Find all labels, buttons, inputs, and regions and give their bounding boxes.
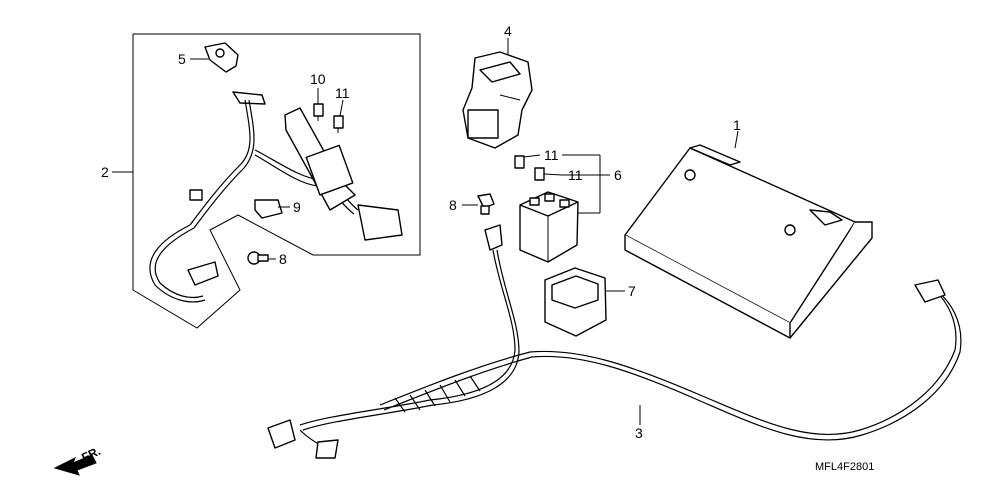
callout-4: 4	[504, 23, 512, 39]
callout-1: 1	[733, 117, 741, 133]
callout-7: 7	[628, 283, 636, 299]
part-3-battery-cable	[267, 224, 962, 459]
diagram-code: MFL4F2801	[815, 461, 874, 473]
callout-8-center: 8	[449, 197, 457, 213]
callout-10: 10	[310, 71, 326, 87]
front-direction-arrow-icon	[53, 454, 97, 476]
part-5-clip	[204, 42, 239, 73]
callout-5: 5	[178, 51, 186, 67]
callout-8-left: 8	[279, 251, 287, 267]
callout-3: 3	[635, 425, 643, 441]
callout-11-left: 11	[335, 85, 350, 101]
part-11-fuse-lower	[534, 167, 545, 181]
callout-11-lower: 11	[568, 167, 583, 183]
leader-lines	[112, 38, 739, 425]
part-8-bolt-center	[477, 193, 495, 215]
part-11-fuse-upper	[514, 155, 525, 169]
callout-labels: 1 2 3 4 5 6 7 8 8 9 10 11 11 11	[101, 23, 741, 441]
part-10-fuse	[313, 103, 324, 121]
part-7-cover	[544, 267, 607, 337]
part-6-fuse-box	[519, 191, 579, 263]
callout-2: 2	[101, 164, 109, 180]
part-1-battery	[624, 144, 873, 339]
part-2-sub-harness	[149, 91, 403, 303]
part-11-fuse-left	[333, 115, 344, 133]
part-4-starter-relay	[462, 51, 533, 149]
callout-9: 9	[293, 199, 301, 215]
part-9-cap	[254, 199, 283, 219]
callout-11-upper: 11	[544, 147, 559, 163]
callout-6: 6	[614, 167, 622, 183]
sub-harness-group-outline	[132, 33, 421, 329]
front-direction-label: FR.	[79, 444, 102, 465]
part-8-bolt-left	[247, 251, 269, 265]
